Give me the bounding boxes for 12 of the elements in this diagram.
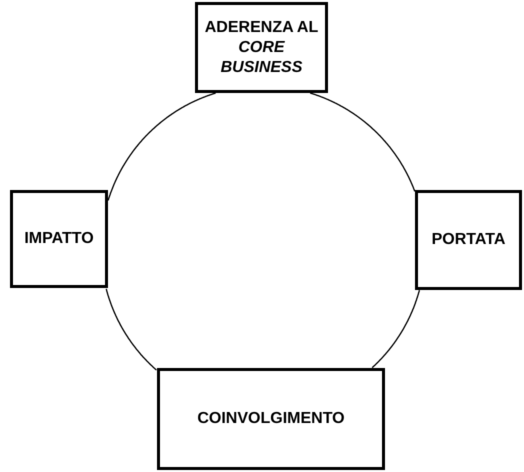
- label-box: [10, 190, 108, 288]
- arc-connector: [372, 290, 420, 368]
- arc-connector: [310, 92, 416, 192]
- label-box: [195, 2, 328, 93]
- label-box: [157, 368, 385, 470]
- box-label: ADERENZA AL CORE BUSINESS: [204, 18, 320, 78]
- label-box: [415, 190, 522, 290]
- box-label: COINVOLGIMENTO: [197, 409, 345, 429]
- box-label: PORTATA: [432, 230, 506, 250]
- box-label: IMPATTO: [24, 229, 94, 249]
- arc-connector: [107, 92, 216, 201]
- arc-connector: [106, 288, 157, 371]
